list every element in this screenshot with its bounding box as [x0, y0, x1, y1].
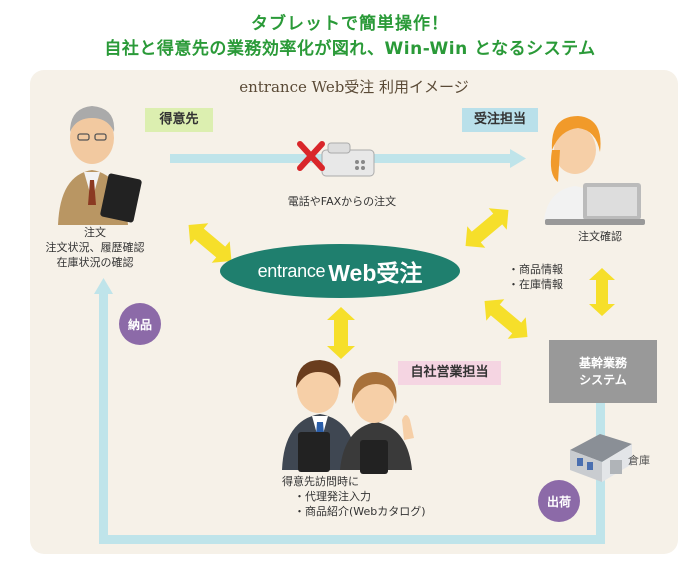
core-system-box: 基幹業務 システム — [549, 340, 657, 403]
fax-caption: 電話やFAXからの注文 — [287, 195, 397, 208]
info-caption-line: ・商品情報 — [508, 263, 563, 276]
sales-staff-tag: 自社営業担当 — [398, 361, 501, 385]
sales-caption-item: ・商品紹介(Webカタログ) — [294, 505, 426, 518]
fax-icon — [321, 142, 375, 177]
info-caption: ・商品情報 ・在庫情報 — [508, 262, 608, 292]
warehouse-label: 倉庫 — [628, 454, 650, 467]
sales-woman-figure — [340, 372, 414, 470]
customer-caption-line: 注文 — [84, 226, 106, 239]
shipment-badge: 出荷 — [538, 480, 580, 522]
customer-tag: 得意先 — [145, 108, 213, 132]
order-caption: 注文確認 — [578, 230, 622, 243]
panel-title: entrance Web受注 利用イメージ — [239, 78, 469, 96]
tablet-icon — [298, 432, 388, 474]
customer-caption-line: 注文状況、履歴確認 — [45, 241, 145, 254]
warehouse-icon — [570, 434, 632, 482]
laptop-icon — [545, 183, 645, 225]
arrow-sales-system — [327, 307, 355, 359]
system-name-prefix: entrance — [257, 260, 326, 281]
arrow-system-core — [484, 299, 528, 339]
arrow-order-core — [589, 268, 615, 316]
sales-caption: 得意先訪問時に ・代理発注入力 ・商品紹介(Webカタログ) — [282, 474, 482, 519]
system-name-brand: Web受注 — [328, 260, 423, 286]
arrow-customer-system — [188, 223, 232, 263]
core-system-line: システム — [579, 372, 627, 387]
sales-caption-line: 得意先訪問時に — [282, 475, 359, 488]
web-order-system-ellipse: entrance Web受注 — [220, 244, 460, 298]
order-staff-tag: 受注担当 — [462, 108, 538, 132]
tablet-icon — [100, 173, 142, 223]
sales-caption-item: ・代理発注入力 — [294, 490, 371, 503]
delivery-badge: 納品 — [119, 303, 161, 345]
header-title: タブレットで簡単操作！ — [251, 14, 449, 34]
cross-icon — [297, 141, 325, 171]
core-system-line: 基幹業務 — [578, 355, 627, 370]
customer-caption: 注文 注文状況、履歴確認 在庫状況の確認 — [32, 225, 158, 270]
info-caption-line: ・在庫情報 — [508, 278, 563, 291]
arrow-order-system — [465, 208, 509, 248]
customer-caption-line: 在庫状況の確認 — [56, 256, 134, 269]
header-subtitle: 自社と得意先の業務効率化が図れ、Win-Win となるシステム — [104, 39, 596, 59]
